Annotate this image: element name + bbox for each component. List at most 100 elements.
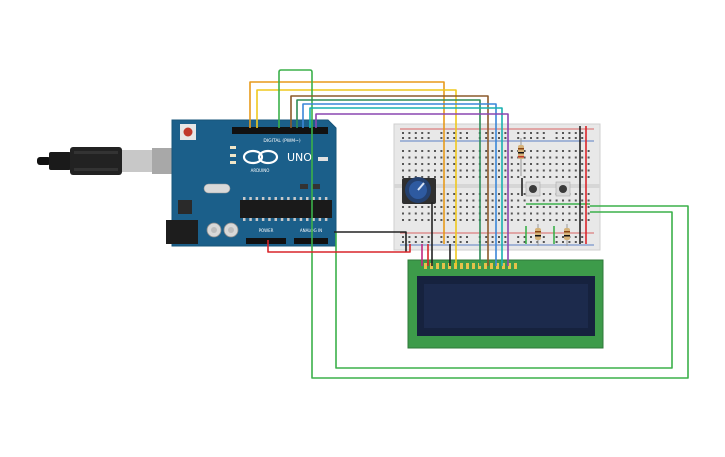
breadboard-hole — [485, 176, 488, 178]
breadboard-hole — [555, 212, 558, 215]
breadboard-hole — [421, 150, 424, 152]
breadboard-hole — [466, 169, 468, 172]
breadboard-hole — [568, 176, 571, 178]
chip-pin — [249, 197, 252, 200]
breadboard-hole — [402, 206, 404, 208]
breadboard-rail-hole — [491, 137, 494, 139]
breadboard-hole — [453, 163, 456, 165]
resistor-icon — [518, 138, 524, 176]
breadboard-rail-hole — [414, 236, 417, 238]
breadboard-hole — [542, 193, 545, 195]
breadboard-hole — [459, 156, 462, 159]
breadboard-hole — [466, 199, 468, 202]
breadboard-hole — [517, 169, 520, 172]
breadboard-rail-hole — [446, 132, 449, 134]
usb-cable-icon — [37, 147, 178, 175]
breadboard-hole — [414, 163, 417, 165]
pushbutton-icon[interactable] — [525, 181, 541, 197]
digital-header-label: DIGITAL (PWM~) — [263, 138, 301, 144]
breadboard-rail-hole — [581, 132, 584, 134]
breadboard-rail-hole — [453, 137, 456, 139]
breadboard-hole — [427, 219, 430, 221]
breadboard-hole — [434, 219, 436, 221]
pushbutton-icon[interactable] — [555, 181, 571, 197]
breadboard-hole — [402, 212, 404, 215]
lcd-pin — [436, 263, 439, 269]
lcd-pin — [472, 263, 475, 269]
breadboard-hole — [504, 193, 507, 195]
breadboard-hole — [414, 150, 417, 152]
breadboard-hole — [440, 150, 443, 152]
breadboard-rail-hole — [485, 132, 488, 134]
breadboard-hole — [562, 156, 564, 159]
breadboard-hole — [562, 219, 564, 221]
breadboard-hole — [498, 163, 500, 165]
breadboard-hole — [510, 150, 513, 152]
breadboard-hole — [523, 169, 526, 172]
wire-red-5v — [267, 240, 411, 253]
breadboard-hole — [421, 169, 424, 172]
breadboard-hole — [408, 169, 411, 172]
breadboard-hole — [562, 212, 564, 215]
breadboard-hole — [459, 206, 462, 208]
breadboard-rail-hole — [568, 241, 571, 243]
breadboard-rail-hole — [485, 137, 488, 139]
chip-pin — [318, 218, 322, 221]
potentiometer-icon[interactable] — [402, 177, 436, 204]
breadboard-rail-hole — [414, 132, 417, 134]
breadboard-hole — [587, 219, 590, 221]
breadboard-hole — [402, 169, 404, 172]
breadboard-rail-hole — [542, 132, 545, 134]
breadboard-hole — [485, 193, 488, 195]
arduino-board[interactable]: DIGITAL (PWM~) UNO ARDUINO POWER ANALOG … — [166, 119, 337, 247]
breadboard-hole — [568, 156, 571, 159]
breadboard-hole — [408, 163, 411, 165]
breadboard-hole — [472, 163, 475, 165]
breadboard-hole — [421, 176, 424, 178]
breadboard-rail-hole — [562, 236, 564, 238]
breadboard-hole — [581, 193, 584, 195]
breadboard-hole — [466, 150, 468, 152]
breadboard-hole — [446, 150, 449, 152]
breadboard-hole — [414, 169, 417, 172]
breadboard-hole — [517, 193, 520, 195]
lcd-pin — [466, 263, 469, 269]
breadboard-hole — [498, 156, 500, 159]
breadboard-rail-hole — [523, 236, 526, 238]
breadboard-rail-hole — [498, 236, 500, 238]
breadboard-hole — [485, 163, 488, 165]
breadboard-hole — [587, 206, 590, 208]
breadboard-hole — [472, 206, 475, 208]
breadboard-hole — [542, 219, 545, 221]
breadboard-hole — [440, 219, 443, 221]
breadboard-rail-hole — [427, 132, 430, 134]
breadboard-hole — [414, 176, 417, 178]
breadboard-hole — [568, 219, 571, 221]
breadboard-hole — [523, 156, 526, 159]
lcd-display[interactable] — [407, 259, 604, 349]
breadboard-hole — [536, 176, 539, 178]
breadboard-hole — [510, 163, 513, 165]
breadboard-rail-hole — [504, 137, 507, 139]
breadboard-hole — [549, 176, 552, 178]
breadboard-rail-hole — [498, 137, 500, 139]
breadboard-hole — [568, 199, 571, 202]
breadboard-rail-hole — [517, 132, 520, 134]
power-jack[interactable] — [166, 220, 198, 244]
analog-header — [294, 238, 328, 244]
breadboard-hole — [568, 163, 571, 165]
chip-pin — [306, 197, 309, 200]
breadboard-hole — [542, 176, 545, 178]
breadboard-rail-hole — [542, 236, 545, 238]
breadboard-hole — [414, 212, 417, 215]
power-header-label: POWER — [259, 228, 274, 233]
breadboard-hole — [504, 176, 507, 178]
breadboard-hole — [504, 219, 507, 221]
breadboard-rail-hole — [459, 132, 462, 134]
breadboard-hole — [530, 199, 532, 202]
breadboard-hole — [453, 219, 456, 221]
breadboard-hole — [542, 163, 545, 165]
breadboard-hole — [510, 199, 513, 202]
breadboard-hole — [402, 163, 404, 165]
breadboard-hole — [498, 169, 500, 172]
